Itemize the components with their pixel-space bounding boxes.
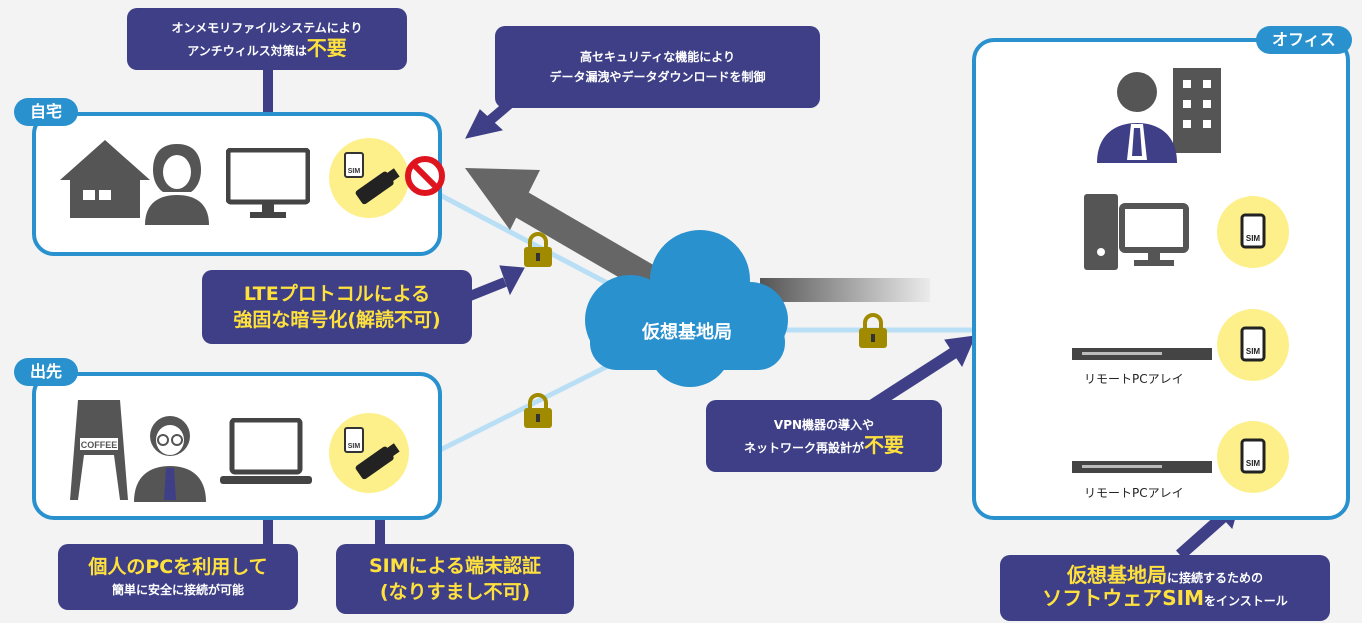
callout-line: SIMによる端末認証 (368, 555, 542, 577)
outside-tag: 出先 (14, 358, 79, 386)
callout-line: 高セキュリティな機能により (579, 50, 736, 64)
callout-line: LTEプロトコルによる (243, 283, 431, 305)
office-tag: オフィス (1256, 26, 1352, 54)
svg-text:SIM: SIM (348, 443, 361, 450)
callout-line: 仮想基地局に接続するための (1066, 563, 1263, 587)
sim-usb-icon: SIM (329, 138, 409, 218)
sim-card-icon: SIM (1217, 309, 1289, 381)
rack-server-icon (1072, 348, 1212, 360)
sim-card-icon: SIM (1217, 421, 1289, 493)
svg-text:SIM: SIM (1246, 459, 1261, 468)
sim-auth-callout: SIMによる端末認証 (なりすまし不可) (336, 544, 574, 614)
callout-line: アンチウィルス対策は不要 (187, 35, 347, 60)
rack-array-label: リモートPCアレイ (1084, 486, 1184, 500)
callout-line: 個人のPCを利用して (88, 556, 268, 578)
office-panel (972, 38, 1350, 520)
desktop-pc-icon (1084, 194, 1189, 270)
cloud-label: 仮想基地局 (642, 322, 732, 343)
rack-array-label: リモートPCアレイ (1084, 372, 1184, 386)
callout-line: VPN機器の導入や (773, 417, 875, 432)
callout-line: (なりすまし不可) (379, 581, 531, 603)
cloud-icon (585, 230, 788, 387)
callout-line: オンメモリファイルシステムにより (171, 20, 363, 35)
rack-server-icon (1072, 461, 1212, 473)
monitor-icon (226, 148, 310, 218)
lock-icon (859, 313, 887, 348)
woman-user-icon (145, 144, 209, 225)
lock-icon (524, 232, 552, 267)
home-tag: 自宅 (14, 98, 79, 126)
onmemory-callout: オンメモリファイルシステムにより アンチウィルス対策は不要 (127, 8, 407, 70)
businessman-glasses-icon (134, 416, 206, 502)
blocked-data-arrow (465, 168, 668, 298)
lte-callout: LTEプロトコルによる 強固な暗号化(解読不可) (202, 270, 472, 344)
svg-text:SIM: SIM (1246, 347, 1261, 356)
laptop-icon (220, 418, 312, 484)
sim-card-icon: SIM (1217, 196, 1289, 268)
pc-callout: 個人のPCを利用して 簡単に安全に接続が可能 (58, 544, 298, 610)
vpn-callout: VPN機器の導入や ネットワーク再設計が不要 (706, 400, 942, 472)
security-callout: 高セキュリティな機能により データ漏洩やデータダウンロードを制御 (495, 26, 820, 108)
callout-line: ソフトウェアSIMをインストール (1042, 586, 1288, 610)
software-sim-callout: 仮想基地局に接続するための ソフトウェアSIMをインストール (1000, 555, 1330, 621)
callout-line: 簡単に安全に接続が可能 (111, 583, 244, 597)
callout-line: ネットワーク再設計が不要 (743, 432, 904, 457)
prohibited-icon (405, 156, 445, 196)
house-icon (60, 140, 150, 218)
svg-text:SIM: SIM (348, 168, 361, 175)
sim-usb-icon: SIM (329, 413, 409, 493)
callout-line: データ漏洩やデータダウンロードを制御 (549, 70, 766, 84)
lock-icon (524, 393, 552, 428)
office-worker-building-icon (1097, 68, 1221, 163)
callout-line: 強固な暗号化(解読不可) (233, 309, 441, 331)
svg-text:SIM: SIM (1246, 234, 1261, 243)
data-flow-band (760, 278, 930, 302)
svg-text:COFFEE: COFFEE (81, 440, 118, 450)
arrow-to-lock (468, 265, 525, 301)
coffee-sign-icon: COFFEE (70, 400, 128, 500)
